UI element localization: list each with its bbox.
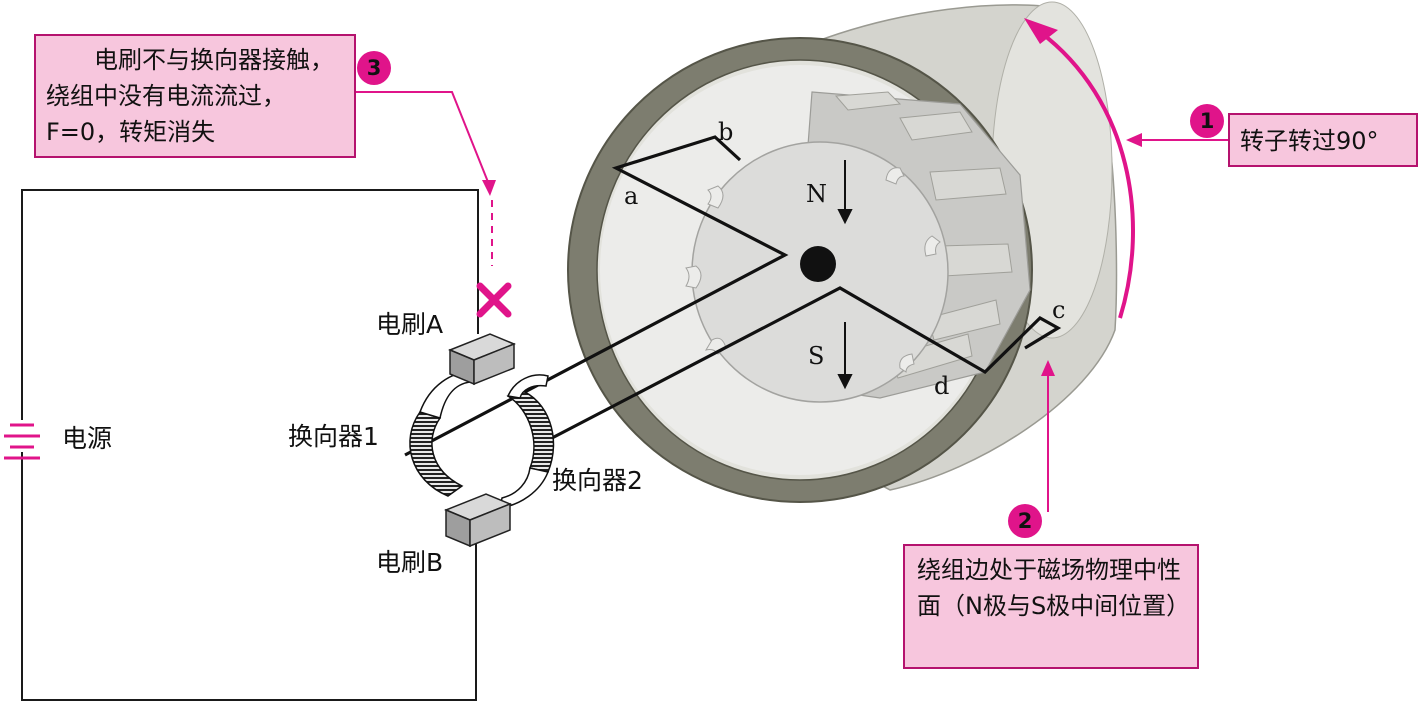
brush-b [444,493,512,548]
label-coil-b: b [718,118,734,146]
brush-a [448,333,516,386]
battery-icon [4,423,40,460]
label-pole-n: N [806,180,827,208]
label-commutator-1: 换向器1 [288,422,379,451]
label-pole-s: S [808,342,825,370]
rotation-arrow-head [1024,18,1058,44]
label-brush-b: 电刷B [376,548,444,577]
label-commutator-2: 换向器2 [552,466,643,495]
note-rotor-rotated: 转子转过90° [1228,113,1418,167]
svg-text:3: 3 [367,56,382,80]
svg-text:1: 1 [1200,109,1215,133]
rotation-arrow [1038,30,1135,319]
label-brush-a: 电刷A [376,310,444,339]
label-coil-a: a [624,182,639,210]
note-neutral-plane: 绕组边处于磁场物理中性面（N极与S极中间位置） [903,544,1199,669]
commutator-1 [409,371,471,497]
marker-1: 1 [1190,104,1224,138]
svg-text:2: 2 [1018,509,1033,533]
circuit-wires [21,189,479,701]
note-brush-no-contact: 电刷不与换向器接触，绕组中没有电流流过，F=0，转矩消失 [34,34,356,158]
leader-arrowhead-1 [1126,133,1142,147]
callout-leaders [355,91,1228,512]
rotor [685,91,1031,403]
label-coil-c: c [1052,296,1066,324]
leader-arrowhead-3 [482,180,496,196]
marker-3: 3 [357,51,391,85]
label-coil-d: d [934,372,950,400]
no-contact-x-icon [476,282,512,318]
commutator-2 [499,374,555,509]
field-arrows [837,160,853,390]
marker-2: 2 [1008,504,1042,538]
label-power: 电源 [62,424,113,453]
leader-arrowhead-2 [1041,360,1055,376]
armature-coil [404,135,1062,457]
